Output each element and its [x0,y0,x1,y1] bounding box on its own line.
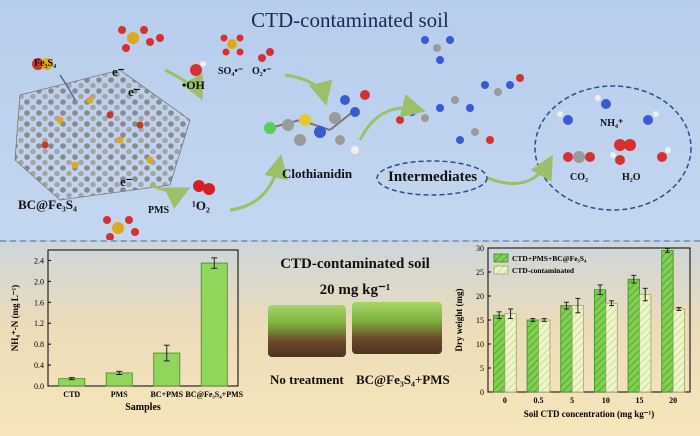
x-tick-label: 20 [669,396,677,405]
product-molecules [557,95,671,165]
y-axis-label: Dry weight (mg) [454,289,464,352]
x-tick-label: BC@Fe₃S₄+PMS [185,390,243,399]
fe3s4-particle [32,58,53,70]
untreated-label: No treatment [270,372,344,387]
electron-label-2: e⁻ [128,84,141,99]
treated-pot-photo [352,302,442,354]
pms-label: PMS [148,205,170,216]
catalyst-label: BC@Fe₃S₄ [18,197,77,212]
bar [627,278,640,393]
hydroxyl-radical-molecule [190,61,206,76]
legend-label: CTD-contaminated [512,266,575,275]
x-tick-label: 0 [503,396,507,405]
sulfate-radical-label: SO₄•⁻ [218,66,244,77]
bar [504,313,517,393]
x-tick-label: 15 [636,396,644,405]
flow-arrows [59,68,553,212]
y-tick-label: 0 [480,388,484,397]
x-axis-label: Samples [125,402,161,413]
y-tick-label: 0.8 [34,340,44,349]
superoxide-label: O₂•⁻ [252,66,272,77]
intermediate-molecules [396,36,524,144]
electron-label-1: e⁻ [112,64,125,79]
bar [560,305,573,393]
x-tick-label: BC+PMS [150,390,183,399]
singlet-oxygen-molecule [193,180,215,195]
bar [538,319,551,393]
mechanism-diagram [14,26,692,240]
bar [593,289,607,393]
y-tick-label: 1.2 [34,319,44,328]
y-tick-label: 30 [476,244,484,253]
x-tick-label: 0.5 [534,396,544,405]
y-tick-label: 1.6 [34,298,44,307]
x-tick-label: 10 [602,396,610,405]
bar [526,319,539,393]
bar [200,262,228,387]
y-tick-label: 0.4 [34,361,44,370]
electron-label-3: e⁻ [120,174,133,189]
y-tick-label: 25 [476,268,484,277]
soil-experiment-title-line1: CTD-contaminated soil [280,256,430,272]
pms-molecule-top [118,26,164,52]
bar [661,249,674,393]
y-tick-label: 10 [476,340,484,349]
y-axis-label: NH₄⁺-N (mg L⁻¹) [10,285,20,351]
bar [605,302,618,393]
y-tick-label: 5 [480,364,484,373]
clothianidin-label: Clothianidin [282,166,353,181]
h2o-label: H₂O [622,172,641,183]
intermediates-label: Intermediates [388,169,478,185]
fe3s4-tag: Fe₃S₄ [34,58,57,69]
hydroxyl-radical-label: •OH [182,78,205,92]
y-tick-label: 2.0 [34,277,44,286]
x-tick-label: PMS [111,390,128,399]
bar [571,305,585,393]
y-tick-label: 2.4 [34,256,44,265]
soil-experiment-title-line2: 20 mg kg⁻¹ [319,282,391,298]
bar [672,308,686,393]
ammonium-label: NH₄⁺ [600,118,624,129]
superoxide-molecule [258,48,274,62]
singlet-oxygen-label: ¹O₂ [192,198,210,213]
y-tick-label: 0.0 [34,382,44,391]
treated-label: BC@Fe₃S₄+PMS [356,372,450,387]
products-ellipse [534,85,692,211]
untreated-pot-photo [268,305,346,357]
x-tick-label: 5 [570,396,574,405]
pms-molecule-bottom [103,216,139,240]
legend-label: CTD+PMS+BC@Fe₃S₄ [512,254,587,263]
legend-swatch [493,253,509,263]
x-axis-label: Soil CTD concentration (mg kg⁻¹) [524,409,654,419]
x-tick-label: CTD [63,390,80,399]
figure-title: CTD-contaminated soil [251,8,449,32]
y-tick-label: 20 [476,292,484,301]
sulfate-radical-molecule [220,34,244,56]
catalyst-sheet [14,69,191,201]
plot-frame [47,249,239,387]
clothianidin-molecule [264,90,370,154]
bar [639,294,652,393]
intermediates-ellipse [376,160,488,196]
bar [492,314,506,393]
co2-label: CO₂ [570,172,588,183]
y-tick-label: 15 [476,316,484,325]
legend-swatch [493,265,509,275]
